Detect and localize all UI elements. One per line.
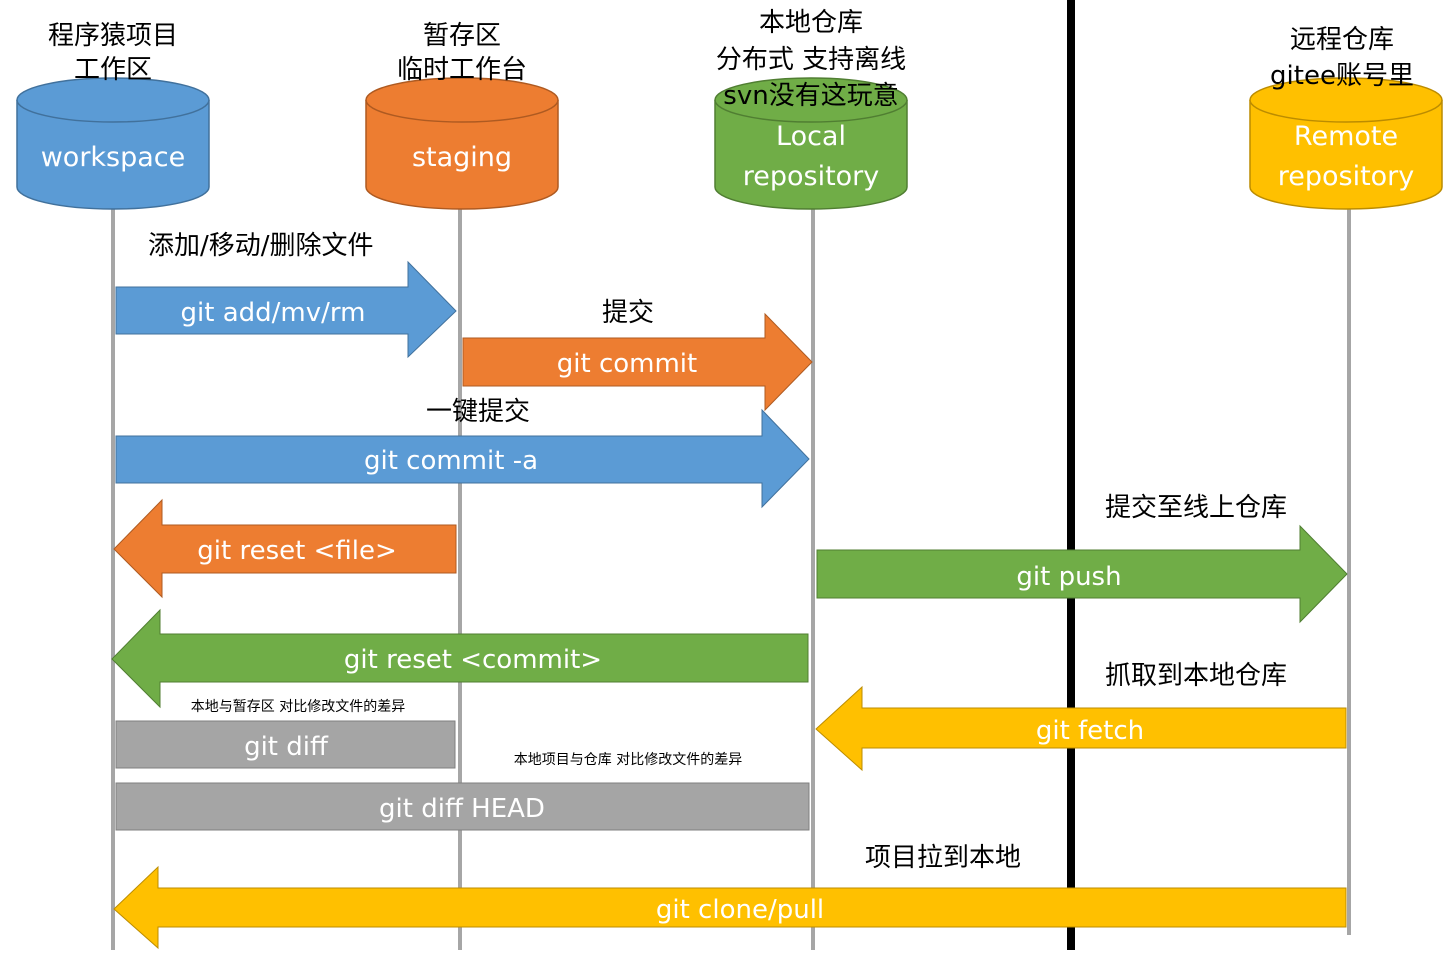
store-caption-workspace-2: 工作区 bbox=[74, 55, 152, 85]
arrow-git-reset-commit: git reset <commit> bbox=[111, 608, 809, 709]
arrow-git-clone-pull: 项目拉到本地 git clone/pull bbox=[113, 843, 1347, 950]
arrow-shape-git-reset-commit bbox=[111, 608, 809, 709]
store-remote: Remote repository 远程仓库 gitee账号里 bbox=[1249, 25, 1443, 210]
arrow-shape-git-push bbox=[816, 524, 1348, 624]
note-git-add: 添加/移动/删除文件 bbox=[148, 231, 374, 261]
arrow-shape-git-commit-a bbox=[115, 408, 810, 509]
store-label-local-1: Local bbox=[776, 121, 846, 152]
bar-git-diff: 本地与暂存区 对比修改文件的差异 git diff bbox=[115, 699, 456, 769]
arrow-git-fetch: 抓取到本地仓库 git fetch bbox=[815, 661, 1347, 772]
store-label-remote-2: repository bbox=[1278, 161, 1415, 192]
store-caption-remote-2: gitee账号里 bbox=[1270, 61, 1414, 91]
cylinder-workspace bbox=[16, 100, 210, 210]
store-caption-remote-1: 远程仓库 bbox=[1290, 25, 1394, 55]
note-git-diff: 本地与暂存区 对比修改文件的差异 bbox=[191, 699, 405, 715]
cylinder-local bbox=[714, 100, 908, 210]
bar-shape-git-diff bbox=[115, 720, 456, 769]
store-caption-staging-2: 临时工作台 bbox=[397, 55, 527, 85]
store-label-local-2: repository bbox=[743, 161, 880, 192]
command-git-reset-commit: git reset <commit> bbox=[344, 645, 602, 675]
store-local: Local repository 本地仓库 分布式 支持离线 svn没有这玩意 bbox=[714, 8, 908, 210]
arrow-shape-git-commit bbox=[462, 312, 813, 412]
cylinder-top-local bbox=[714, 77, 908, 123]
lifelines bbox=[111, 0, 1351, 950]
command-git-diff: git diff bbox=[244, 732, 329, 762]
arrow-git-push: 提交至线上仓库 git push bbox=[816, 493, 1348, 624]
command-git-commit: git commit bbox=[557, 349, 697, 379]
arrow-git-reset-file: git reset <file> bbox=[113, 498, 457, 599]
command-git-clone-pull: git clone/pull bbox=[656, 895, 824, 925]
command-git-fetch: git fetch bbox=[1036, 716, 1144, 746]
cylinder-top-staging bbox=[365, 77, 559, 123]
arrow-shape-git-add bbox=[115, 260, 457, 359]
store-caption-staging-1: 暂存区 bbox=[423, 21, 501, 51]
arrow-git-add: 添加/移动/删除文件 git add/mv/rm bbox=[115, 231, 457, 359]
bar-git-diff-head: 本地项目与仓库 对比修改文件的差异 git diff HEAD bbox=[115, 752, 810, 831]
note-git-commit-a: 一键提交 bbox=[426, 397, 530, 427]
note-git-commit: 提交 bbox=[602, 298, 654, 328]
store-label-workspace: workspace bbox=[41, 142, 186, 173]
arrow-git-commit: 提交 git commit bbox=[462, 298, 813, 412]
command-git-reset-file: git reset <file> bbox=[197, 536, 396, 566]
command-git-commit-a: git commit -a bbox=[364, 446, 538, 476]
store-staging: staging 暂存区 临时工作台 bbox=[365, 21, 559, 210]
store-caption-workspace-1: 程序猿项目 bbox=[48, 21, 178, 51]
store-caption-local-2: 分布式 支持离线 bbox=[716, 45, 906, 75]
store-caption-local-3: svn没有这玩意 bbox=[723, 81, 898, 111]
cylinder-top-remote bbox=[1249, 77, 1443, 123]
cylinder-staging bbox=[365, 100, 559, 210]
note-git-fetch: 抓取到本地仓库 bbox=[1105, 661, 1287, 691]
arrow-shape-git-reset-file bbox=[113, 498, 457, 599]
bar-shape-git-diff-head bbox=[115, 782, 810, 831]
note-git-diff-head: 本地项目与仓库 对比修改文件的差异 bbox=[514, 752, 742, 768]
command-git-add: git add/mv/rm bbox=[181, 298, 366, 328]
command-git-diff-head: git diff HEAD bbox=[379, 794, 545, 824]
command-git-push: git push bbox=[1016, 562, 1121, 592]
arrow-shape-git-fetch bbox=[815, 685, 1347, 772]
note-git-clone-pull: 项目拉到本地 bbox=[865, 843, 1021, 873]
note-git-push: 提交至线上仓库 bbox=[1105, 493, 1287, 523]
cylinder-top-workspace bbox=[16, 77, 210, 123]
store-label-staging: staging bbox=[412, 142, 512, 173]
cylinder-remote bbox=[1249, 100, 1443, 210]
store-workspace: workspace 程序猿项目 工作区 bbox=[16, 21, 210, 210]
arrow-git-commit-a: 一键提交 git commit -a bbox=[115, 397, 810, 509]
store-caption-local-1: 本地仓库 bbox=[759, 8, 863, 38]
store-label-remote-1: Remote bbox=[1294, 121, 1398, 152]
arrow-shape-git-clone-pull bbox=[113, 865, 1347, 950]
